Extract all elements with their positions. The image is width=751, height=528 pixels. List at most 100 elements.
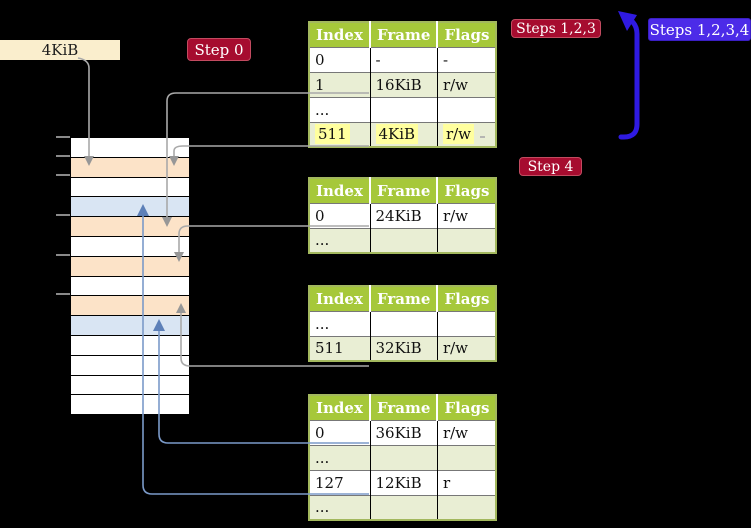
cell-value: 0 xyxy=(315,50,325,69)
cell-index: 0 xyxy=(309,419,371,445)
memory-row-free xyxy=(71,335,189,356)
cell-index: ... xyxy=(309,494,371,520)
memory-row-page xyxy=(71,197,189,218)
table-row: ... xyxy=(309,96,497,122)
column-header-frame: Frame xyxy=(370,178,439,203)
cell-frame: - xyxy=(370,46,438,72)
cell-frame: 24KiB xyxy=(370,202,438,228)
table-row: ... xyxy=(309,310,497,336)
memory-row-table xyxy=(71,256,189,277)
memory-ticks xyxy=(56,136,70,416)
cell-flags xyxy=(437,444,497,470)
cell-index: 511 xyxy=(309,121,371,147)
cell-flags xyxy=(437,494,497,520)
cell-value: 0 xyxy=(315,423,325,442)
table-row: ... xyxy=(309,227,497,253)
memory-row-table xyxy=(71,157,189,178)
cell-value: - xyxy=(375,50,381,69)
table-row: ... xyxy=(309,444,497,470)
cell-value: 127 xyxy=(315,473,344,492)
cell-value: ... xyxy=(315,314,330,333)
table-row: 511 32KiB r/w xyxy=(309,335,497,361)
cell-frame xyxy=(370,310,438,336)
address-tick xyxy=(56,136,70,138)
column-header-frame: Frame xyxy=(370,22,439,47)
cell-value: 16KiB xyxy=(375,75,422,94)
cell-index: ... xyxy=(309,310,371,336)
highlighted-value: 4KiB xyxy=(375,124,419,145)
cell-flags xyxy=(437,227,497,253)
cell-frame xyxy=(370,96,438,122)
cell-frame xyxy=(370,494,438,520)
physical-memory-column xyxy=(70,137,190,416)
cell-value: r/w xyxy=(442,206,469,225)
cell-value: r/w xyxy=(442,75,469,94)
badge-steps-123: Steps 1,2,3 xyxy=(511,19,601,38)
frame-address-text: 4KiB xyxy=(41,41,79,59)
memory-row-page xyxy=(71,316,189,336)
address-tick xyxy=(56,254,70,256)
cell-frame: 16KiB xyxy=(370,71,438,97)
memory-row-free xyxy=(71,355,189,376)
badge-steps-1234: Steps 1,2,3,4 xyxy=(648,18,751,41)
table-row: 0 36KiB r/w xyxy=(309,419,497,445)
column-header-index: Index xyxy=(309,178,371,203)
address-tick xyxy=(56,214,70,216)
cell-value: r/w xyxy=(442,423,469,442)
address-tick xyxy=(56,174,70,176)
memory-row-free xyxy=(71,276,189,297)
cell-value: 0 xyxy=(315,206,325,225)
table-row: 1 16KiB r/w xyxy=(309,71,497,97)
cell-value: 511 xyxy=(315,339,344,358)
cell-value: 24KiB xyxy=(375,206,422,225)
memory-row-free xyxy=(71,177,189,198)
recursive-loop-arrowhead-icon xyxy=(618,11,637,31)
cell-frame: 36KiB xyxy=(370,419,438,445)
cell-value: ... xyxy=(315,100,330,119)
cell-flags: r/w xyxy=(437,419,497,445)
memory-row-free xyxy=(71,236,189,257)
cell-flags: r xyxy=(437,469,497,495)
memory-row-table xyxy=(71,217,189,237)
column-header-flags: Flags xyxy=(437,395,497,420)
memory-row-free xyxy=(71,375,189,396)
cell-value: 32KiB xyxy=(375,339,422,358)
cell-frame: 32KiB xyxy=(370,335,438,361)
cell-value: 36KiB xyxy=(375,423,422,442)
column-header-index: Index xyxy=(309,286,371,311)
cell-value: 1 xyxy=(315,75,325,94)
cell-frame: 4KiB xyxy=(370,121,438,147)
column-header-index: Index xyxy=(309,395,371,420)
address-tick xyxy=(56,293,70,295)
cell-index: 511 xyxy=(309,335,371,361)
cell-value: - xyxy=(442,50,449,69)
cell-frame xyxy=(370,227,438,253)
memory-row-free xyxy=(71,395,189,415)
column-header-index: Index xyxy=(309,22,371,47)
cell-index: ... xyxy=(309,96,371,122)
column-header-flags: Flags xyxy=(437,178,497,203)
cell-index: 127 xyxy=(309,469,371,495)
table-row: ... xyxy=(309,494,497,520)
badge-step-0-label: Step 0 xyxy=(194,40,244,59)
cell-index: 0 xyxy=(309,202,371,228)
cell-flags: r/w xyxy=(437,335,497,361)
table-row: 0 - - xyxy=(309,46,497,72)
cell-value: r xyxy=(442,473,451,492)
highlighted-value: 511 xyxy=(315,124,350,145)
recursive-loop-arrow xyxy=(618,16,640,140)
column-header-flags: Flags xyxy=(437,22,497,47)
column-header-flags: Flags xyxy=(437,286,497,311)
